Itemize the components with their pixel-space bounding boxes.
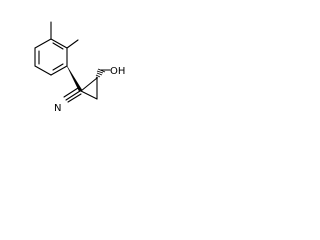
triple-bond-line — [63, 87, 79, 98]
triple-bond-line — [65, 90, 81, 101]
cyclopropane-ring — [80, 77, 98, 100]
triple-bond-line — [67, 93, 82, 103]
ring-bond — [80, 90, 98, 100]
hash-line — [96, 70, 104, 74]
ring-bond — [50, 38, 68, 49]
hash-line — [95, 74, 101, 78]
ring-double-bond — [52, 63, 64, 71]
wedge-bond — [66, 65, 83, 92]
hash-line — [95, 76, 99, 79]
nitrile-triple-bond — [63, 87, 82, 103]
structure-canvas: N OH — [0, 0, 152, 152]
nitrogen-label: N — [54, 103, 61, 114]
ring-bond — [34, 38, 52, 49]
hydroxyl-label: OH — [110, 66, 125, 77]
ring-bond — [50, 65, 68, 76]
benzene-ring — [34, 38, 68, 76]
ring-bond — [34, 65, 52, 76]
hash-line — [96, 72, 103, 76]
methyl-bond-2 — [66, 39, 79, 49]
ring-bond — [80, 77, 98, 92]
ring-double-bond — [52, 42, 64, 50]
molecule-structure: N OH — [34, 21, 125, 114]
